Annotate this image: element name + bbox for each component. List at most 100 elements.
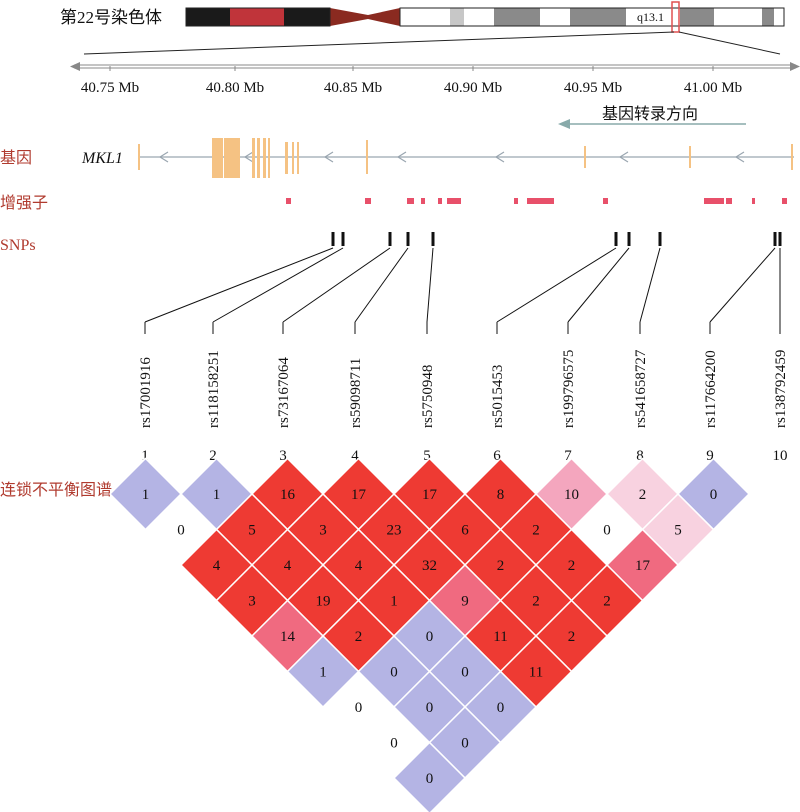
ld-cell-value: 0 <box>390 736 398 752</box>
snp-id-label: rs5750948 <box>420 365 436 428</box>
transcription-direction: 基因转录方向 <box>558 105 746 129</box>
gene-exon <box>224 138 240 178</box>
snp-track-label: SNPs <box>0 237 36 254</box>
snp-index-label: 2 <box>209 448 217 464</box>
chrom-band-q-gray-3 <box>680 8 714 26</box>
chrom-band-label: q13.1 <box>637 10 664 24</box>
zoom-line-right <box>678 31 781 55</box>
snp-marker <box>406 232 410 246</box>
transcription-arrow-head <box>558 119 570 129</box>
ld-cell-value: 2 <box>532 594 540 610</box>
ld-cell-value: 2 <box>568 629 576 645</box>
snp-connector-line <box>354 247 409 323</box>
ld-cell-value: 0 <box>497 700 505 716</box>
enhancer-region <box>365 198 371 204</box>
axis-arrow-right <box>790 62 800 71</box>
chromosome-label: 第22号染色体 <box>60 8 162 27</box>
snp-connector-lines <box>144 247 781 334</box>
ld-cell <box>286 634 360 709</box>
enhancer-region <box>726 198 732 204</box>
gene-exon <box>689 146 691 168</box>
gene-exon <box>584 146 586 168</box>
snp-marker <box>778 232 782 246</box>
gene-exon <box>252 138 255 178</box>
ld-cell-value: 2 <box>603 594 611 610</box>
ld-cell-value: 1 <box>142 487 150 503</box>
chrom-band-p-black-2 <box>284 8 330 26</box>
ld-cell-value: 0 <box>390 665 398 681</box>
ld-cell-value: 5 <box>248 523 256 539</box>
gene-exon <box>366 140 368 174</box>
snp-connector-line <box>426 247 434 323</box>
snp-index-label: 10 <box>773 448 788 464</box>
snp-index-label: 3 <box>279 448 287 464</box>
snp-index-label: 8 <box>636 448 644 464</box>
ld-cell-value: 0 <box>461 665 469 681</box>
ld-cell-value: 32 <box>422 558 437 574</box>
ld-cell-value: 17 <box>635 558 651 574</box>
snp-index-label: 1 <box>141 448 149 464</box>
snp-id-label: rs5015453 <box>490 365 506 428</box>
gene-direction-arrow <box>396 151 407 163</box>
ld-cell-value: 0 <box>710 487 718 503</box>
ld-cell-value: 14 <box>280 629 296 645</box>
chrom-band-q-lightgray <box>450 8 464 26</box>
snp-id-label: rs117664200 <box>703 350 719 428</box>
ld-cell <box>108 457 183 531</box>
enhancer-track <box>286 198 787 204</box>
enhancer-region <box>286 198 291 204</box>
gene-exon <box>292 142 294 174</box>
enhancer-region <box>447 198 461 204</box>
snp-connector-line <box>709 247 776 323</box>
snp-connector-line <box>496 247 617 323</box>
enhancer-region <box>527 198 554 204</box>
ld-cell-value: 0 <box>177 523 185 539</box>
gene-direction-arrow <box>494 151 505 163</box>
ld-cell <box>392 741 467 812</box>
snp-connector-line <box>282 247 391 323</box>
chrom-band-q-gray-1 <box>494 8 540 26</box>
ld-cell-value: 2 <box>497 558 505 574</box>
snp-id-label: rs59098711 <box>348 358 364 428</box>
ld-cell-value: 8 <box>497 487 505 503</box>
gene-exon <box>268 138 270 178</box>
ld-cell-value: 2 <box>355 629 363 645</box>
ld-cell-value: 11 <box>529 665 543 681</box>
chrom-centromere-left <box>330 8 368 26</box>
enhancer-region <box>782 198 787 204</box>
snp-connector-line <box>639 247 661 323</box>
ld-cell-value: 17 <box>351 487 367 503</box>
ld-cell-value: 23 <box>387 523 402 539</box>
snp-id-label: rs118158251 <box>206 350 222 428</box>
chromosome-ideogram: q13.1 <box>185 1 785 33</box>
snp-marker <box>658 232 662 246</box>
enhancer-region <box>752 198 755 204</box>
ld-cell-value: 0 <box>426 629 434 645</box>
axis-tick-label: 40.80 Mb <box>206 80 264 96</box>
gene-exon <box>212 138 223 178</box>
snp-marker <box>431 232 435 246</box>
ld-cell-value: 1 <box>319 665 327 681</box>
snp-id-label: rs17001916 <box>138 357 154 428</box>
enhancer-region <box>438 198 442 204</box>
transcription-direction-label: 基因转录方向 <box>602 105 698 123</box>
ld-cell-value: 16 <box>280 487 296 503</box>
snp-id-label: rs138792459 <box>773 350 789 428</box>
snp-index-label: 5 <box>423 448 431 464</box>
snp-track <box>331 232 782 246</box>
enhancer-region <box>704 198 724 204</box>
ld-cell-value: 1 <box>390 594 398 610</box>
enhancer-region <box>603 198 608 204</box>
ld-cell-value: 2 <box>568 558 576 574</box>
snp-index-label: 7 <box>564 448 572 464</box>
snp-marker <box>388 232 392 246</box>
axis-tick-label: 40.90 Mb <box>444 80 502 96</box>
axis-tick-label: 41.00 Mb <box>684 80 742 96</box>
enhancer-region <box>407 198 414 204</box>
snp-id-label: rs199796575 <box>561 350 577 428</box>
chrom-band-p-red <box>230 8 284 26</box>
